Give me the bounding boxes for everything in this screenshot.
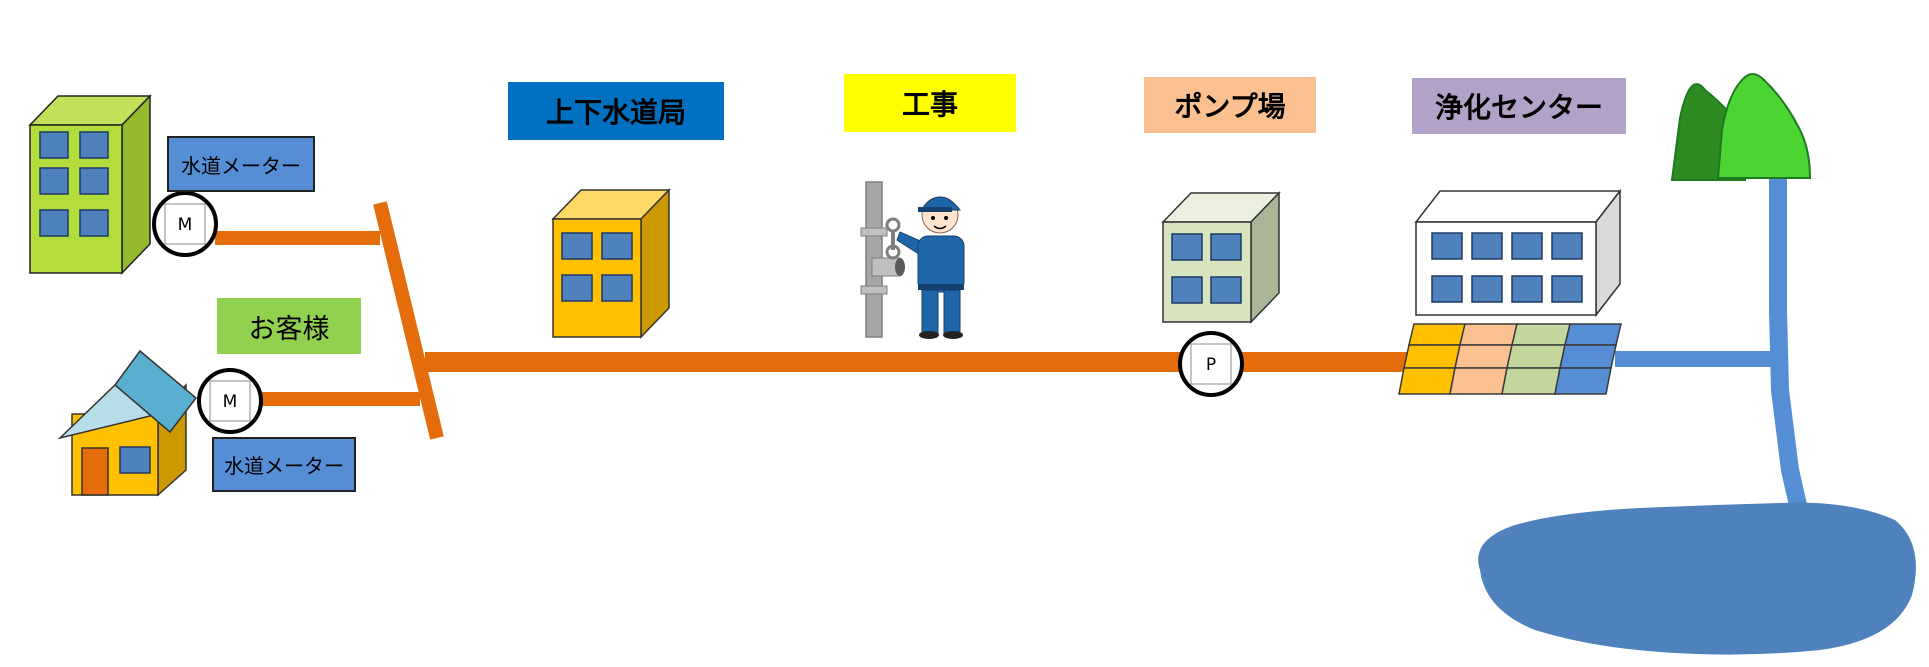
apartment-window — [39, 131, 69, 159]
meter-inner-square — [164, 203, 206, 245]
water-meter-label-top: 水道メーター — [167, 136, 315, 192]
pump-window — [1171, 276, 1203, 304]
pipe-joint — [860, 227, 888, 237]
pump-window — [1210, 233, 1242, 261]
worker-shoe — [943, 331, 963, 339]
purification-center-building — [1414, 188, 1622, 318]
bureau-window — [561, 232, 593, 260]
pump-station-label: ポンプ場 — [1144, 77, 1316, 133]
pump-meter: P — [1178, 331, 1244, 397]
center-window — [1431, 232, 1463, 260]
side-pipe-opening — [895, 258, 905, 276]
meter-inner-square — [209, 380, 251, 422]
wrench-icon — [885, 217, 901, 260]
center-window — [1551, 232, 1583, 260]
water-meter-top: M — [152, 191, 218, 257]
worker-leg — [921, 289, 939, 335]
construction-worker-illustration — [860, 181, 965, 339]
tank-column-blue — [1554, 323, 1622, 395]
bureau-window — [601, 232, 633, 260]
center-top — [1414, 190, 1622, 223]
center-window — [1471, 275, 1503, 303]
pump-symbol: P — [1206, 355, 1216, 375]
apartment-window — [79, 209, 109, 237]
construction-label: 工事 — [844, 74, 1016, 132]
worker — [896, 196, 965, 339]
tank-column-peach — [1449, 323, 1518, 395]
center-window — [1511, 275, 1543, 303]
bureau-window — [601, 274, 633, 302]
bureau-window — [561, 274, 593, 302]
apartment-window — [79, 131, 109, 159]
tank-column-green — [1501, 323, 1571, 395]
mountain — [1670, 73, 1812, 181]
customer-label: お客様 — [217, 298, 361, 354]
pipe-joint — [860, 285, 888, 295]
house-roof — [113, 349, 198, 434]
sewer-pipes — [215, 201, 1425, 440]
apartment-side — [121, 94, 151, 275]
treatment-tanks — [1398, 323, 1622, 395]
pump-inner-square — [1190, 343, 1232, 385]
worker-leg — [943, 289, 961, 335]
pump-station-building — [1161, 191, 1281, 324]
house-door — [81, 447, 109, 496]
pump-window — [1210, 276, 1242, 304]
meter-symbol: M — [178, 215, 193, 235]
center-window — [1511, 232, 1543, 260]
mountain-front-peak — [1716, 73, 1812, 179]
center-window — [1551, 275, 1583, 303]
house — [57, 349, 198, 497]
worker-eye — [944, 216, 948, 220]
worker-body — [917, 235, 965, 293]
house-window — [119, 446, 151, 474]
apartment-window — [79, 167, 109, 195]
apartment-window — [39, 167, 69, 195]
tank-column-yellow — [1398, 323, 1466, 395]
branch-collector-pipe — [373, 201, 444, 440]
worker-belt — [918, 284, 964, 290]
treated-water-pipes — [1615, 178, 1807, 508]
apartment-building — [28, 94, 152, 275]
center-window — [1471, 232, 1503, 260]
worker-cap — [920, 196, 962, 211]
river-pipe — [1769, 178, 1807, 508]
center-window — [1431, 275, 1463, 303]
meter-symbol: M — [223, 392, 238, 412]
lake — [1478, 502, 1916, 655]
worker-cap-brim — [918, 207, 952, 212]
pump-window — [1171, 233, 1203, 261]
water-meter-label-bottom: 水道メーター — [212, 437, 356, 492]
worker-smile — [933, 225, 947, 230]
purification-center-label: 浄化センター — [1412, 78, 1626, 134]
water-bureau-building — [551, 188, 671, 339]
worker-eye — [931, 216, 935, 220]
water-bureau-label: 上下水道局 — [508, 82, 724, 140]
worker-shoe — [919, 331, 939, 339]
apartment-window — [39, 209, 69, 237]
water-meter-bottom: M — [197, 368, 263, 434]
